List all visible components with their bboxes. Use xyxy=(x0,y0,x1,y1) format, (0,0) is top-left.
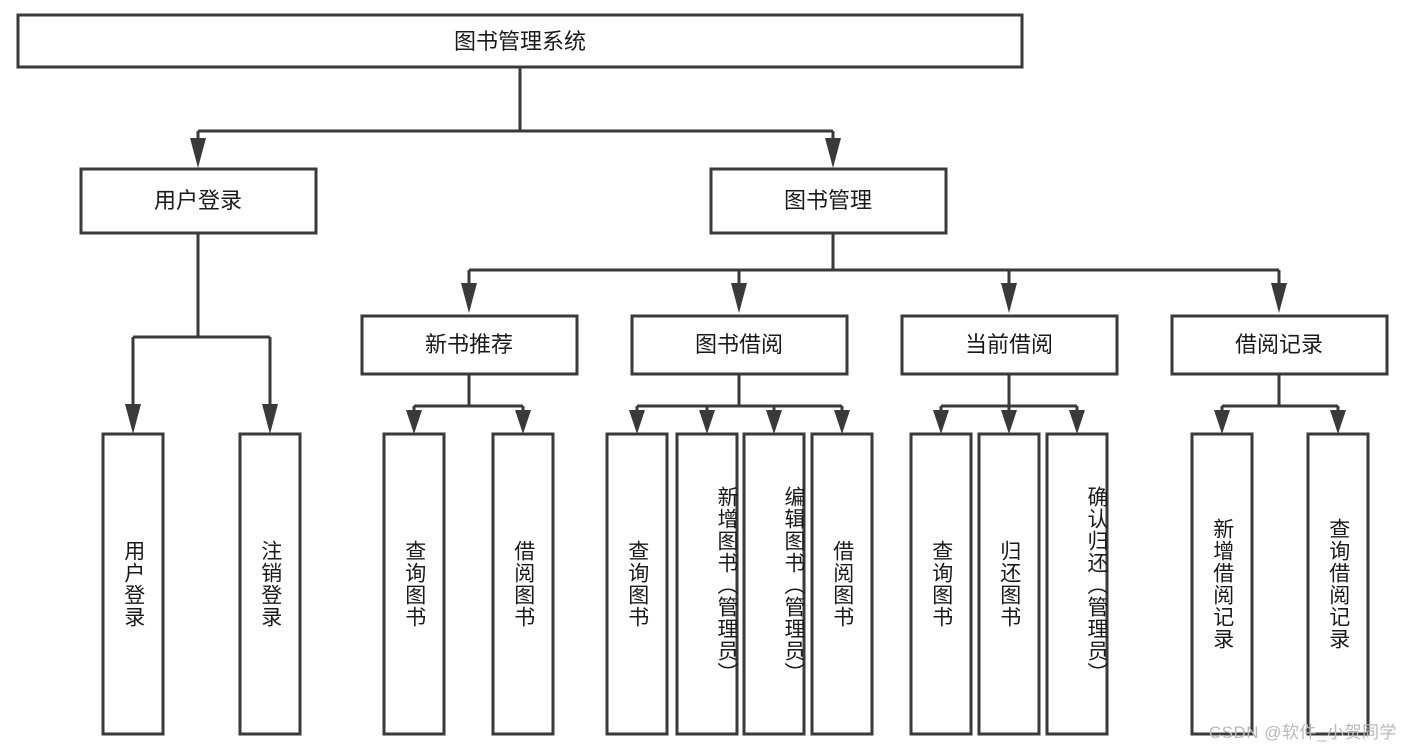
leaf-box-group xyxy=(101,432,1370,736)
node-borrow-record-box[interactable] xyxy=(1170,314,1389,376)
leaf-box-query-book-2[interactable] xyxy=(605,432,669,736)
arrow-head-leaf-edit-book xyxy=(766,410,782,434)
arrow-head-leaf-query-book-2 xyxy=(629,410,645,434)
node-user-login-box[interactable] xyxy=(79,167,318,235)
connector-group-user-login xyxy=(125,233,278,434)
connector-group-book-manage xyxy=(461,233,1287,313)
node-book-borrow-label: 图书借阅 xyxy=(695,332,783,357)
leaf-box-return-book[interactable] xyxy=(977,432,1041,736)
leaf-box-borrow-book-2[interactable] xyxy=(810,432,874,736)
connector-group-current-borrow xyxy=(933,374,1085,434)
node-current-borrow-label: 当前借阅 xyxy=(965,332,1053,357)
arrow-head-leaf-query-book-1 xyxy=(406,410,422,434)
arrow-head-leaf-return-book xyxy=(1001,410,1017,434)
leaf-box-query-book-1[interactable] xyxy=(382,432,446,736)
arrow-head-leaf-add-record xyxy=(1214,410,1230,434)
node-root-box[interactable] xyxy=(16,13,1024,69)
node-book-manage-label: 图书管理 xyxy=(784,188,872,213)
connector-group-root xyxy=(190,67,841,168)
node-root[interactable]: 图书管理系统 xyxy=(16,13,1024,69)
leaf-box-query-book-3[interactable] xyxy=(909,432,973,736)
arrow-head-leaf-borrow-book-1 xyxy=(515,410,531,434)
node-borrow-record[interactable]: 借阅记录 xyxy=(1170,314,1389,376)
arrow-head-borrow-record xyxy=(1271,283,1287,313)
arrow-head-leaf-query-book-3 xyxy=(933,410,949,434)
arrow-head-user-login xyxy=(190,138,206,168)
arrow-head-leaf-user-login xyxy=(125,404,141,434)
leaf-box-user-login[interactable] xyxy=(101,432,165,736)
connector-group-new-book-recommend xyxy=(406,374,531,434)
arrow-head-current-borrow xyxy=(1001,283,1017,313)
arrow-head-leaf-add-book xyxy=(699,410,715,434)
connector-group-borrow-record xyxy=(1214,374,1346,434)
node-current-borrow-box[interactable] xyxy=(900,314,1119,376)
node-current-borrow[interactable]: 当前借阅 xyxy=(900,314,1119,376)
leaf-box-add-book[interactable] xyxy=(675,432,739,736)
arrow-head-book-borrow xyxy=(731,283,747,313)
arrow-head-leaf-user-logout xyxy=(262,404,278,434)
arrow-head-leaf-confirm-return xyxy=(1069,410,1085,434)
leaf-box-add-record[interactable] xyxy=(1190,432,1254,736)
node-root-label: 图书管理系统 xyxy=(454,29,586,54)
leaf-box-query-record[interactable] xyxy=(1306,432,1370,736)
node-new-book-recommend-box[interactable] xyxy=(360,314,579,376)
leaf-box-confirm-return[interactable] xyxy=(1045,432,1109,736)
node-book-borrow[interactable]: 图书借阅 xyxy=(630,314,849,376)
leaf-box-user-logout[interactable] xyxy=(238,432,302,736)
arrow-head-book-manage xyxy=(825,138,841,168)
node-book-manage[interactable]: 图书管理 xyxy=(709,167,948,235)
arrow-head-new-book-recommend xyxy=(461,283,477,313)
node-user-login-label: 用户登录 xyxy=(154,188,242,213)
node-book-manage-box[interactable] xyxy=(709,167,948,235)
connector-group-book-borrow xyxy=(629,374,850,434)
csdn-watermark: CSDN @软件_小贺同学 xyxy=(1208,723,1397,742)
arrow-head-leaf-query-record xyxy=(1330,410,1346,434)
node-new-book-recommend[interactable]: 新书推荐 xyxy=(360,314,579,376)
node-user-login[interactable]: 用户登录 xyxy=(79,167,318,235)
leaf-box-edit-book[interactable] xyxy=(742,432,806,736)
node-new-book-recommend-label: 新书推荐 xyxy=(425,332,513,357)
arrow-head-leaf-borrow-book-2 xyxy=(834,410,850,434)
leaf-box-borrow-book-1[interactable] xyxy=(491,432,555,736)
node-book-borrow-box[interactable] xyxy=(630,314,849,376)
node-borrow-record-label: 借阅记录 xyxy=(1235,332,1323,357)
